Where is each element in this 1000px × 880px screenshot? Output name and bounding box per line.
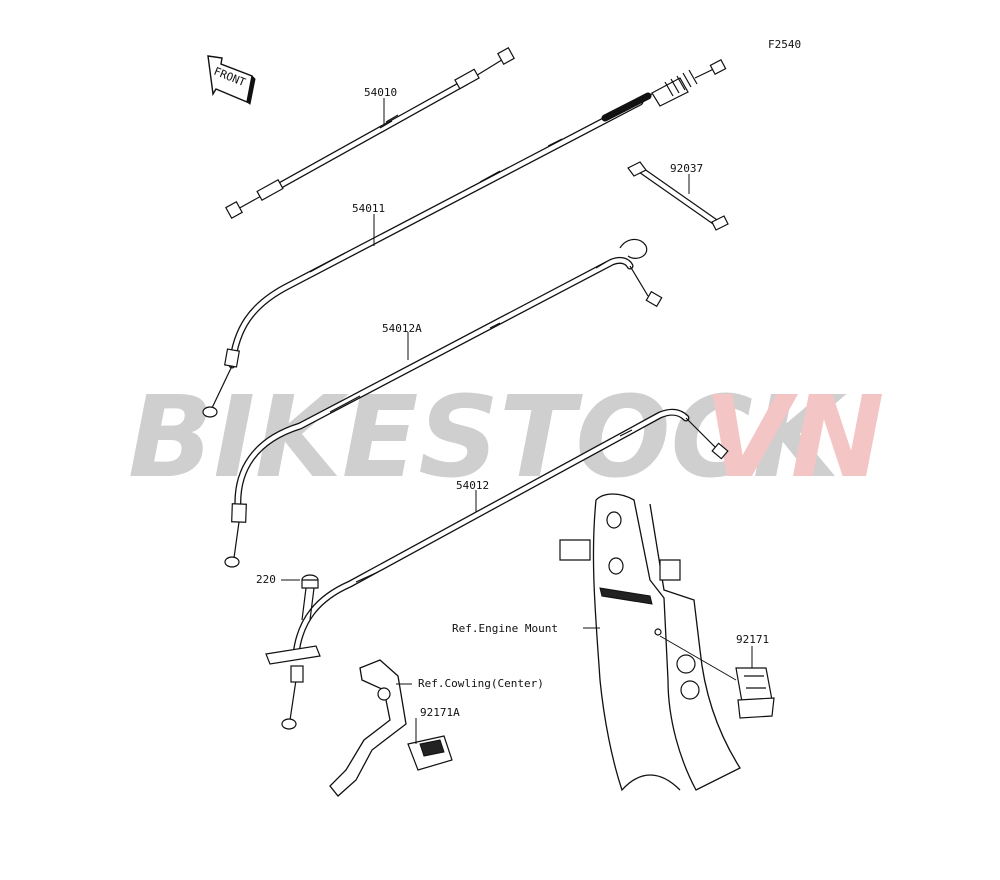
part-label-92171: 92171 [736, 633, 769, 646]
part-92037-pin [627, 161, 729, 231]
ref-label-engine-mount: Ref.Engine Mount [452, 622, 558, 635]
cowling-bracket [329, 659, 407, 797]
watermark-text-red: VN [704, 373, 884, 503]
watermark-text-gray: BIKESTOCK [128, 373, 847, 503]
cable-54010 [225, 47, 515, 219]
part-label-54010: 54010 [364, 86, 397, 99]
part-label-92171A: 92171A [420, 706, 460, 719]
leader-lines [281, 98, 753, 744]
part-label-54011: 54011 [352, 202, 385, 215]
part-label-92037: 92037 [670, 162, 703, 175]
part-label-54012: 54012 [456, 479, 489, 492]
bolt-220 [301, 574, 319, 621]
ref-label-cowling-center: Ref.Cowling(Center) [418, 677, 544, 690]
figure-code: F2540 [768, 38, 801, 51]
part-label-220: 220 [256, 573, 276, 586]
cable-54011 [202, 58, 727, 418]
cable-54012A [224, 238, 663, 568]
clip-92171A [407, 735, 453, 771]
clip-92171 [735, 667, 775, 719]
engine-mount-bracket [559, 493, 741, 792]
watermark: BIKESTOCK VN [128, 373, 884, 503]
front-arrow-icon: FRONT [207, 55, 256, 105]
cable-54012 [265, 408, 729, 730]
part-label-54012A: 54012A [382, 322, 422, 335]
